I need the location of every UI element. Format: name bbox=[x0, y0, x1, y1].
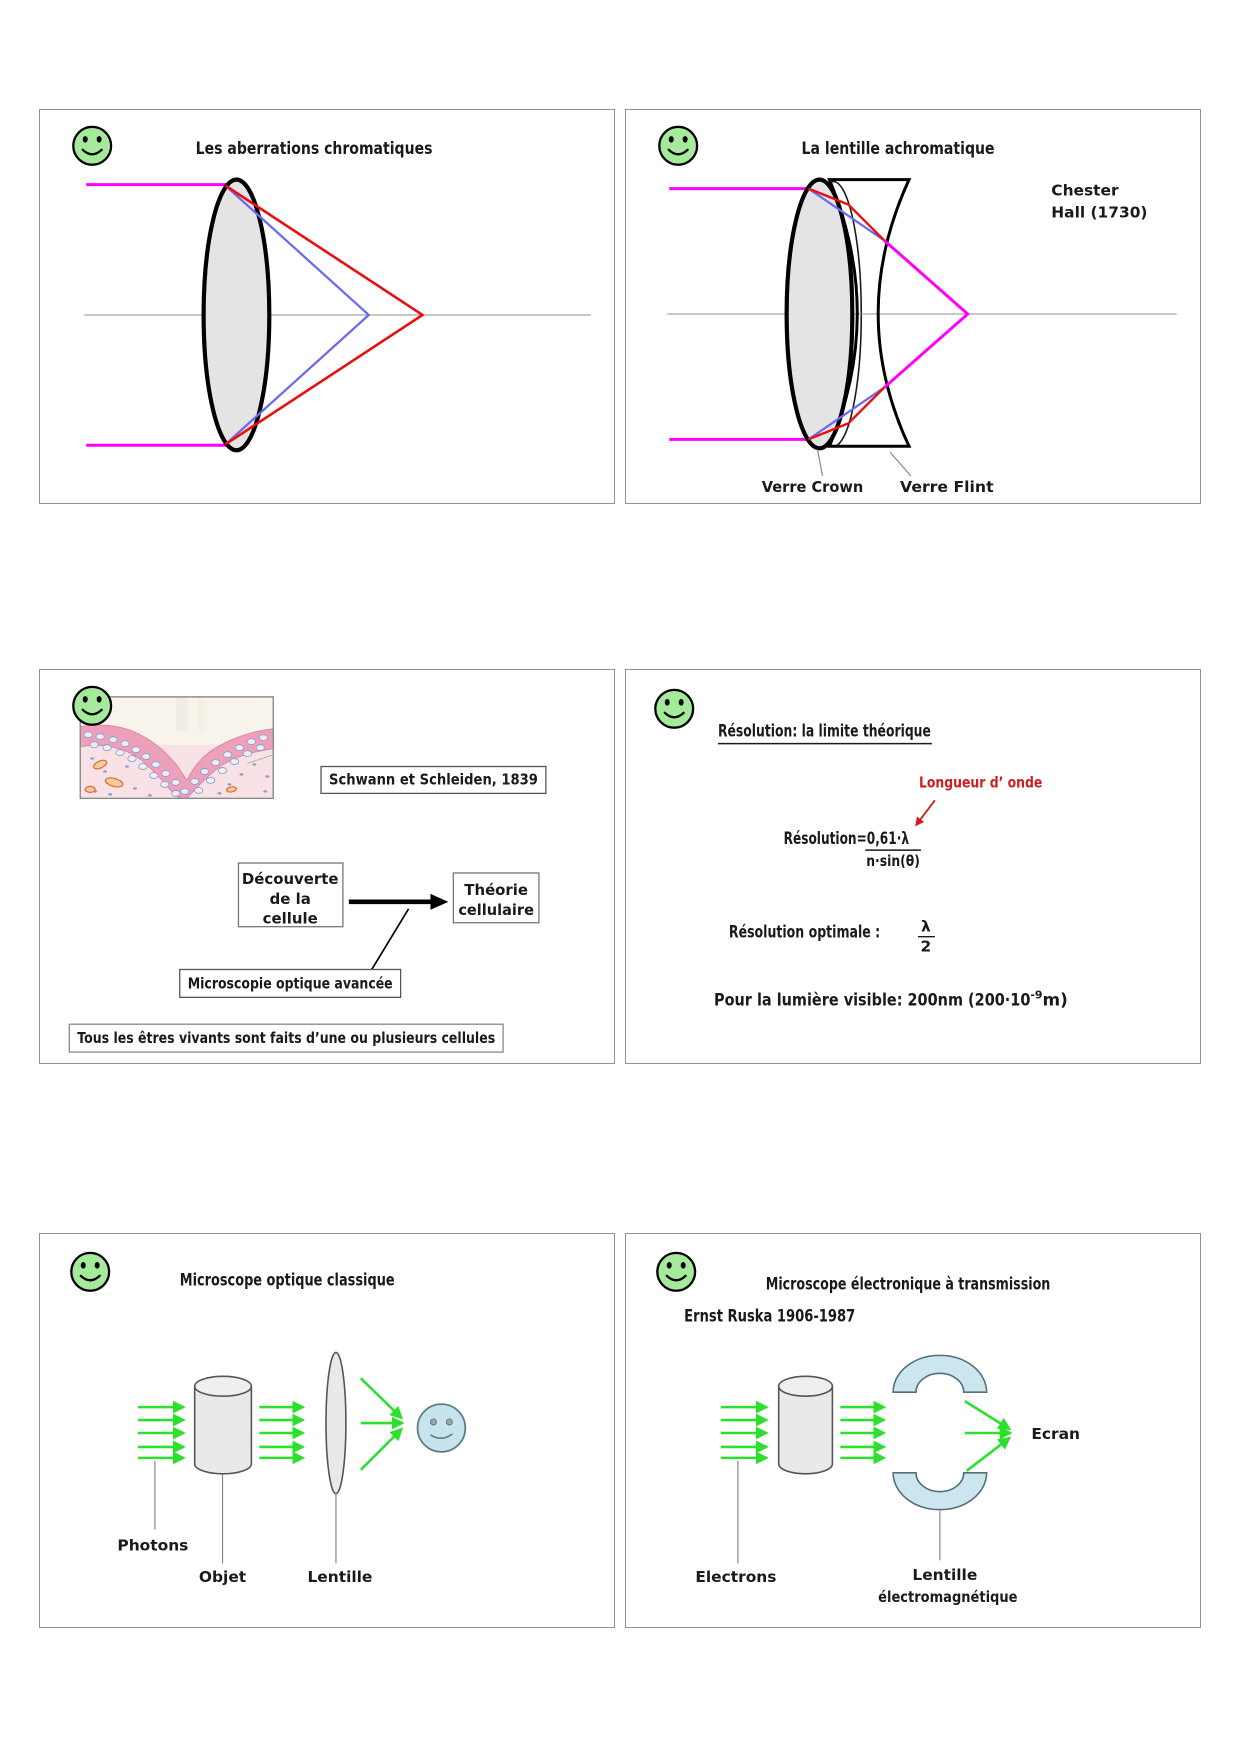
discovery-line-3: cellule bbox=[263, 910, 318, 928]
electron-arrows-in bbox=[720, 1400, 769, 1465]
em-lens-label-line-2: électromagnétique bbox=[878, 1588, 1017, 1606]
slide-resolution-limit: Résolution: la limite théorique Longueur… bbox=[625, 669, 1201, 1064]
incoming-magenta-rays bbox=[669, 187, 811, 441]
incoming-magenta-rays bbox=[86, 183, 227, 447]
smiley-icon bbox=[658, 125, 699, 166]
eye-smiley-icon bbox=[416, 1403, 467, 1453]
glass-lens bbox=[325, 1351, 347, 1495]
slide-title: La lentille achromatique bbox=[802, 138, 995, 158]
visible-light-end: m) bbox=[1043, 989, 1068, 1009]
screen-label: Ecran bbox=[1031, 1425, 1080, 1443]
slide-title: Microscope électronique à transmission bbox=[766, 1274, 1051, 1294]
smiley-icon bbox=[656, 1251, 697, 1292]
crown-lens bbox=[784, 177, 855, 451]
visible-light-exponent: -9 bbox=[1030, 988, 1042, 1001]
formula-numerator: Résolution=0,61·λ bbox=[784, 828, 910, 848]
slide-chromatic-aberrations: Les aberrations chromatiques bbox=[39, 109, 615, 504]
red-refracted-rays bbox=[224, 184, 425, 446]
photon-arrows-in bbox=[137, 1400, 186, 1465]
caption-box bbox=[320, 765, 547, 795]
visible-light-main: Pour la lumière visible: 200nm (200·10 bbox=[714, 989, 1030, 1009]
theory-line-2: cellulaire bbox=[458, 901, 534, 919]
slide-6-canvas: Microscope électronique à transmission E… bbox=[656, 1251, 1080, 1606]
converging-magenta-rays bbox=[883, 239, 970, 389]
epithelium-cells bbox=[83, 731, 268, 797]
blue-refracted-rays bbox=[224, 184, 371, 446]
convex-lens bbox=[201, 177, 272, 453]
slide-achromatic-lens: La lentille achromatique Chester Hall (1… bbox=[625, 109, 1201, 504]
slide-5-canvas: Microscope optique classique bbox=[70, 1251, 467, 1586]
theory-box bbox=[452, 872, 540, 924]
slide-4-canvas: Résolution: la limite théorique Longueur… bbox=[654, 688, 1068, 1009]
blue-internal-rays bbox=[807, 187, 885, 441]
slide-cell-theory: Schwann et Schleiden, 1839 Découverte de… bbox=[39, 669, 615, 1064]
flint-label: Verre Flint bbox=[900, 478, 994, 496]
credit-line-2: Hall (1730) bbox=[1051, 203, 1147, 221]
optimal-denominator: 2 bbox=[921, 938, 932, 956]
discovery-box bbox=[237, 862, 344, 928]
object-cylinder bbox=[777, 1375, 834, 1475]
converging-arrows bbox=[964, 1400, 1013, 1472]
discovery-line-2: de la bbox=[270, 890, 311, 908]
converging-arrows bbox=[359, 1377, 405, 1471]
smiley-icon bbox=[654, 688, 695, 729]
object-cylinder bbox=[193, 1375, 253, 1475]
slide-title: Résolution: la limite théorique bbox=[718, 721, 931, 741]
smiley-icon bbox=[72, 685, 113, 726]
red-internal-rays bbox=[808, 187, 885, 441]
discovery-line-1: Découverte bbox=[242, 870, 339, 888]
electrons-label: Electrons bbox=[695, 1568, 776, 1586]
smiley-icon bbox=[70, 1251, 111, 1292]
flint-leader-line bbox=[889, 451, 912, 477]
statement-text: Tous les êtres vivants sont faits d’une … bbox=[77, 1029, 495, 1047]
arrow-head bbox=[430, 893, 449, 910]
lens-label: Lentille bbox=[307, 1568, 372, 1586]
optimal-numerator: λ bbox=[921, 918, 931, 936]
slide-title: Microscope optique classique bbox=[180, 1270, 395, 1290]
subtitle: Ernst Ruska 1906-1987 bbox=[684, 1306, 855, 1326]
crown-leader-line bbox=[816, 449, 824, 477]
visible-light-line: Pour la lumière visible: 200nm (200·10-9… bbox=[714, 988, 1068, 1009]
slide-3-canvas: Schwann et Schleiden, 1839 Découverte de… bbox=[68, 685, 547, 1053]
wavelength-annotation: Longueur d’ onde bbox=[919, 773, 1042, 791]
crown-label: Verre Crown bbox=[762, 478, 863, 496]
optimal-label: Résolution optimale : bbox=[729, 922, 880, 942]
object-label: Objet bbox=[199, 1568, 247, 1586]
theory-line-1: Théorie bbox=[464, 881, 528, 899]
connector-line bbox=[371, 908, 410, 970]
annotation-arrow bbox=[915, 799, 936, 827]
microscopy-box bbox=[179, 968, 402, 998]
electron-arrows-out bbox=[840, 1400, 887, 1465]
caption-text: Schwann et Schleiden, 1839 bbox=[329, 770, 538, 788]
slide-electron-microscope: Microscope électronique à transmission E… bbox=[625, 1233, 1201, 1628]
smiley-icon bbox=[72, 125, 113, 166]
em-lens-label-line-1: Lentille bbox=[912, 1566, 977, 1584]
slide-2-canvas: La lentille achromatique Chester Hall (1… bbox=[658, 125, 1177, 496]
formula-denominator: n·sin(θ) bbox=[866, 852, 920, 870]
credit-line-1: Chester bbox=[1051, 182, 1119, 200]
photons-label: Photons bbox=[117, 1536, 188, 1554]
statement-box bbox=[68, 1023, 504, 1053]
flint-lens bbox=[827, 178, 912, 448]
slide-1-canvas: Les aberrations chromatiques bbox=[72, 125, 591, 453]
histology-image bbox=[79, 696, 274, 800]
vessels bbox=[84, 759, 238, 793]
slide-optical-microscope: Microscope optique classique bbox=[39, 1233, 615, 1628]
electromagnetic-lens-bottom bbox=[892, 1471, 988, 1511]
slide-title: Les aberrations chromatiques bbox=[196, 138, 433, 158]
microscopy-text: Microscopie optique avancée bbox=[188, 974, 393, 992]
electromagnetic-lens-top bbox=[892, 1354, 988, 1393]
photon-arrows-out bbox=[259, 1400, 306, 1465]
